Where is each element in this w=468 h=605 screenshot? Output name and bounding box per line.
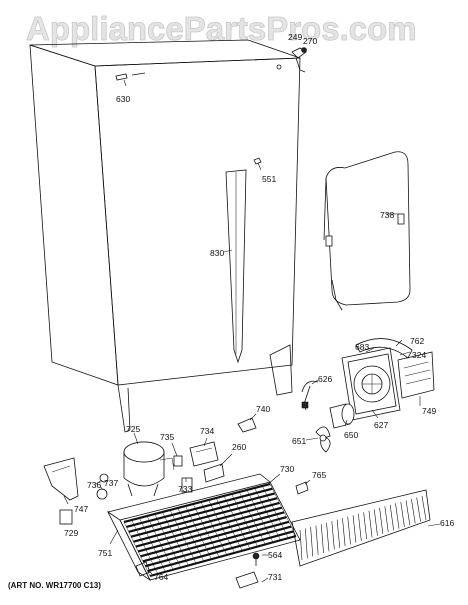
callout-735: 735 bbox=[160, 432, 174, 442]
drain-tube-260 bbox=[203, 463, 225, 483]
hinge-hardware bbox=[291, 47, 307, 73]
callout-627: 627 bbox=[374, 420, 388, 430]
callout-249: 249 bbox=[288, 32, 302, 42]
callout-651: 651 bbox=[292, 436, 306, 446]
callout-260: 260 bbox=[232, 442, 246, 452]
callout-564: 564 bbox=[268, 550, 282, 560]
callout-734: 734 bbox=[200, 426, 214, 436]
callout-736: 736 bbox=[87, 480, 101, 490]
callout-765: 765 bbox=[312, 470, 326, 480]
fan-motor-650 bbox=[329, 403, 355, 429]
start-relay-734 bbox=[189, 441, 219, 467]
callout-747: 747 bbox=[74, 504, 88, 514]
callout-830: 830 bbox=[210, 248, 224, 258]
callout-751: 751 bbox=[98, 548, 112, 558]
callout-731: 731 bbox=[268, 572, 282, 582]
overload-735 bbox=[173, 455, 183, 467]
callout-725: 725 bbox=[126, 424, 140, 434]
callout-270: 270 bbox=[303, 36, 317, 46]
part-764 bbox=[135, 561, 151, 577]
clip-765 bbox=[295, 481, 309, 495]
callout-324: 324 bbox=[412, 350, 426, 360]
callout-729: 729 bbox=[64, 528, 78, 538]
relay-729 bbox=[59, 509, 73, 525]
clip-740 bbox=[237, 417, 257, 433]
callout-764: 764 bbox=[154, 572, 168, 582]
refrigerator-cabinet bbox=[29, 39, 301, 433]
callout-683: 683 bbox=[355, 342, 369, 352]
callout-730: 730 bbox=[280, 464, 294, 474]
art-number: (ART NO. WR17700 C13) bbox=[8, 581, 101, 590]
control-board-749 bbox=[397, 351, 435, 399]
callout-733: 733 bbox=[178, 484, 192, 494]
callout-738: 738 bbox=[380, 210, 394, 220]
clip-731 bbox=[235, 571, 259, 589]
fan-shroud-627 bbox=[341, 347, 401, 421]
callout-616: 616 bbox=[440, 518, 454, 528]
grommet-737 bbox=[96, 488, 108, 500]
callout-551: 551 bbox=[262, 174, 276, 184]
bracket-747 bbox=[43, 457, 79, 501]
callout-650: 650 bbox=[344, 430, 358, 440]
callout-630: 630 bbox=[116, 94, 130, 104]
cover-733 bbox=[181, 477, 193, 493]
heater-loop-738 bbox=[323, 151, 411, 311]
callout-762: 762 bbox=[410, 336, 424, 346]
condenser-coil-751 bbox=[106, 473, 301, 582]
fan-blade-651 bbox=[315, 426, 331, 453]
grille-616 bbox=[291, 489, 431, 567]
callout-626: 626 bbox=[318, 374, 332, 384]
callout-749: 749 bbox=[422, 406, 436, 416]
callout-740: 740 bbox=[256, 404, 270, 414]
callout-737: 737 bbox=[104, 478, 118, 488]
leader-lines bbox=[63, 79, 441, 583]
watermark: AppliancePartsPros.com bbox=[26, 10, 417, 47]
screw-564 bbox=[252, 552, 260, 566]
compressor-725 bbox=[123, 441, 175, 497]
